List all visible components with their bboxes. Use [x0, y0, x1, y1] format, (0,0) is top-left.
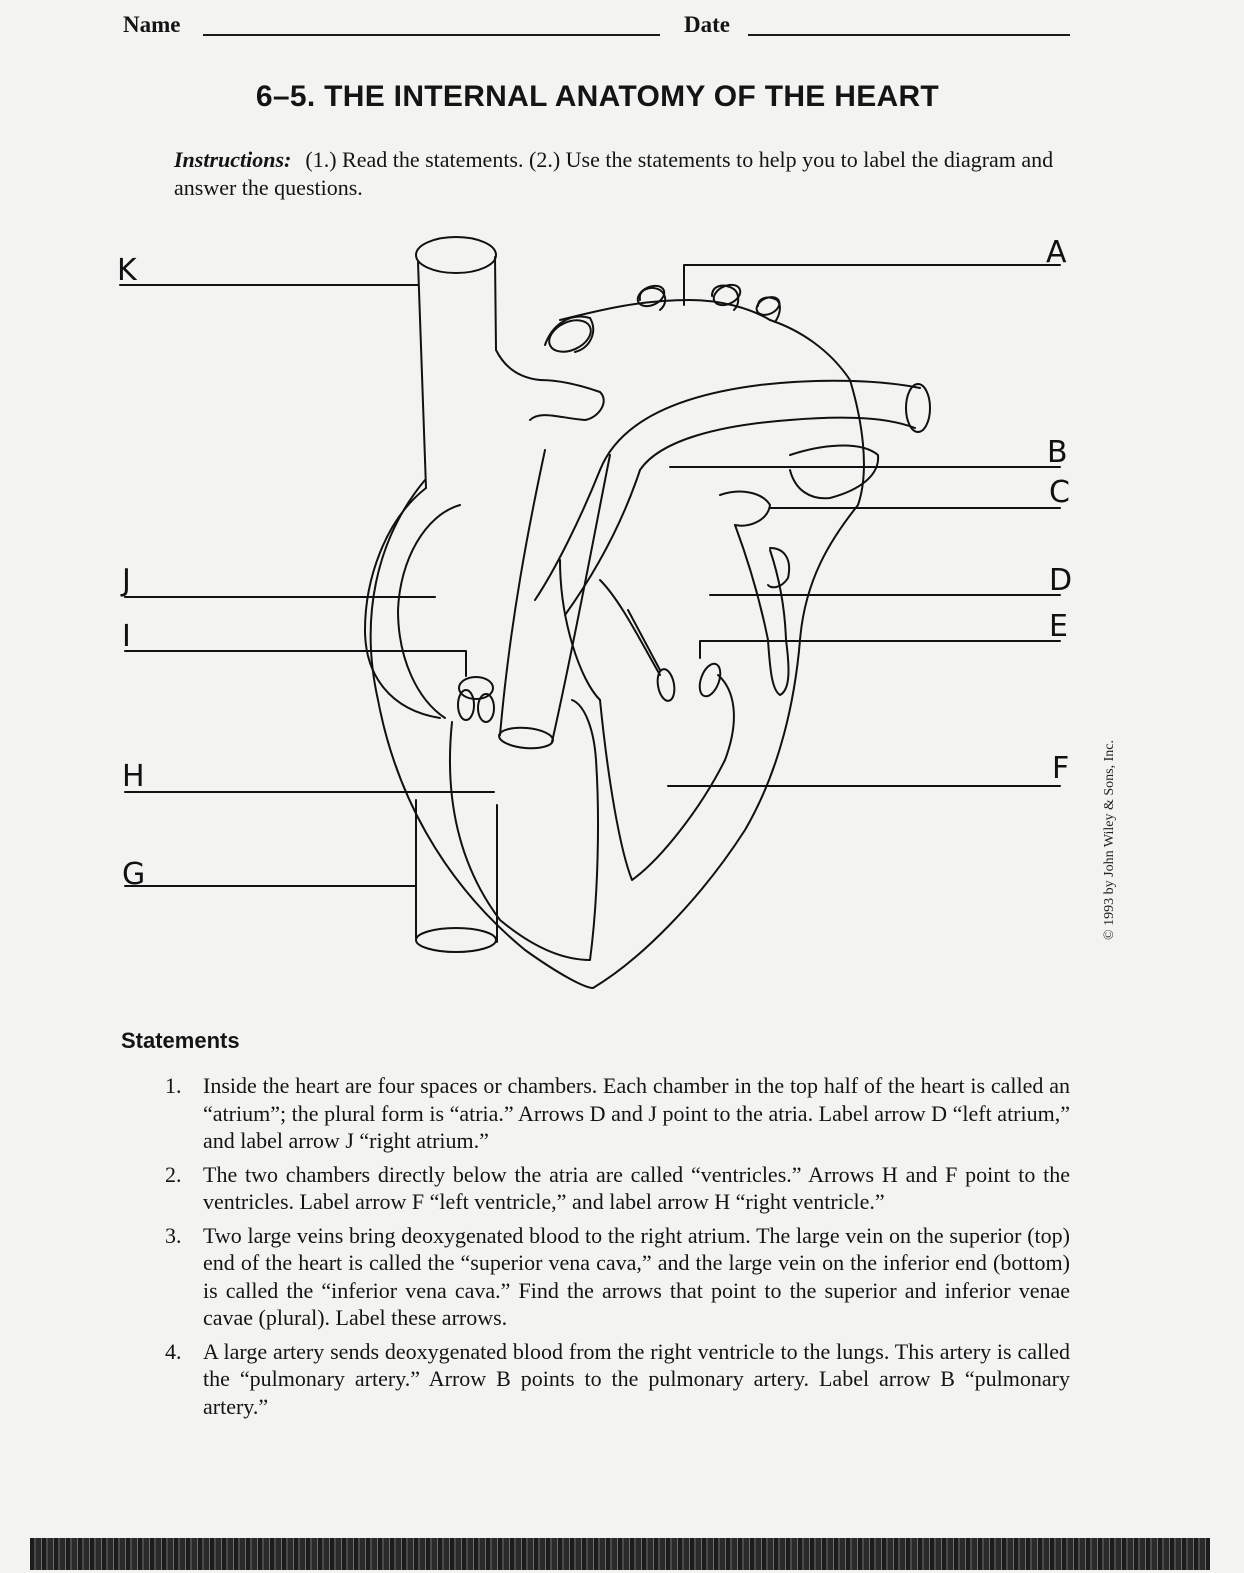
statements-list: 1. Inside the heart are four spaces or c…	[165, 1072, 1070, 1426]
statement-text: Inside the heart are four spaces or cham…	[203, 1072, 1070, 1155]
label-j: J	[120, 563, 131, 598]
statement-item: 4. A large artery sends deoxygenated blo…	[165, 1338, 1070, 1421]
statement-number: 3.	[165, 1222, 203, 1332]
label-f: F	[1052, 751, 1069, 786]
scan-edge-shadow	[30, 1538, 1210, 1570]
label-k: K	[117, 253, 138, 288]
tricuspid-valve-1	[459, 677, 493, 699]
svc-opening	[416, 237, 496, 273]
pulmonary-artery-bottom	[640, 418, 915, 470]
statement-text: Two large veins bring deoxygenated blood…	[203, 1222, 1070, 1332]
label-i: I	[122, 619, 131, 654]
label-c: C	[1049, 475, 1070, 510]
label-d: D	[1049, 563, 1072, 598]
statement-text: The two chambers directly below the atri…	[203, 1161, 1070, 1216]
right-atrium-outer	[365, 488, 440, 718]
leader-a	[684, 265, 1060, 305]
tricuspid-valve-3	[478, 694, 494, 722]
branch-1-opening	[544, 314, 596, 358]
aorta-tube-end	[498, 726, 554, 751]
left-pulmonary	[790, 446, 878, 499]
tricuspid-valve-2	[458, 690, 474, 720]
leader-e	[700, 641, 1060, 658]
left-ventricle-inner	[600, 675, 734, 880]
label-b: B	[1047, 435, 1068, 470]
ivc-opening	[416, 928, 496, 952]
branch-3-opening	[711, 281, 744, 309]
svc-wall-left	[418, 262, 426, 488]
septum-line	[628, 610, 660, 670]
pulmonary-vein-1	[720, 492, 770, 526]
copyright: © 1993 by John Wiley & Sons, Inc.	[1102, 740, 1118, 940]
aorta-left	[530, 380, 604, 420]
statement-number: 2.	[165, 1161, 203, 1216]
pulmonary-artery-opening	[906, 384, 930, 432]
septum-top	[600, 580, 660, 675]
right-ventricle-inner	[450, 700, 598, 960]
pulmonary-trunk-left	[535, 470, 600, 600]
mitral-valve-1	[655, 668, 676, 702]
mitral-valve-2	[696, 661, 725, 699]
svc-wall-right	[495, 257, 540, 380]
aorta-tube-left	[500, 450, 545, 735]
statement-item: 2. The two chambers directly below the a…	[165, 1161, 1070, 1216]
statement-item: 1. Inside the heart are four spaces or c…	[165, 1072, 1070, 1155]
statement-item: 3. Two large veins bring deoxygenated bl…	[165, 1222, 1070, 1332]
pulmonary-artery-top	[600, 381, 920, 470]
aorta-tube-right	[552, 455, 610, 742]
leader-i	[125, 651, 466, 676]
label-g: G	[122, 857, 145, 892]
statement-number: 4.	[165, 1338, 203, 1421]
label-e: E	[1049, 609, 1068, 644]
label-a: A	[1046, 235, 1067, 270]
statement-text: A large artery sends deoxygenated blood …	[203, 1338, 1070, 1421]
statements-heading: Statements	[121, 1028, 240, 1054]
statement-number: 1.	[165, 1072, 203, 1155]
label-h: H	[122, 759, 145, 794]
right-atrium-inner	[398, 505, 460, 718]
